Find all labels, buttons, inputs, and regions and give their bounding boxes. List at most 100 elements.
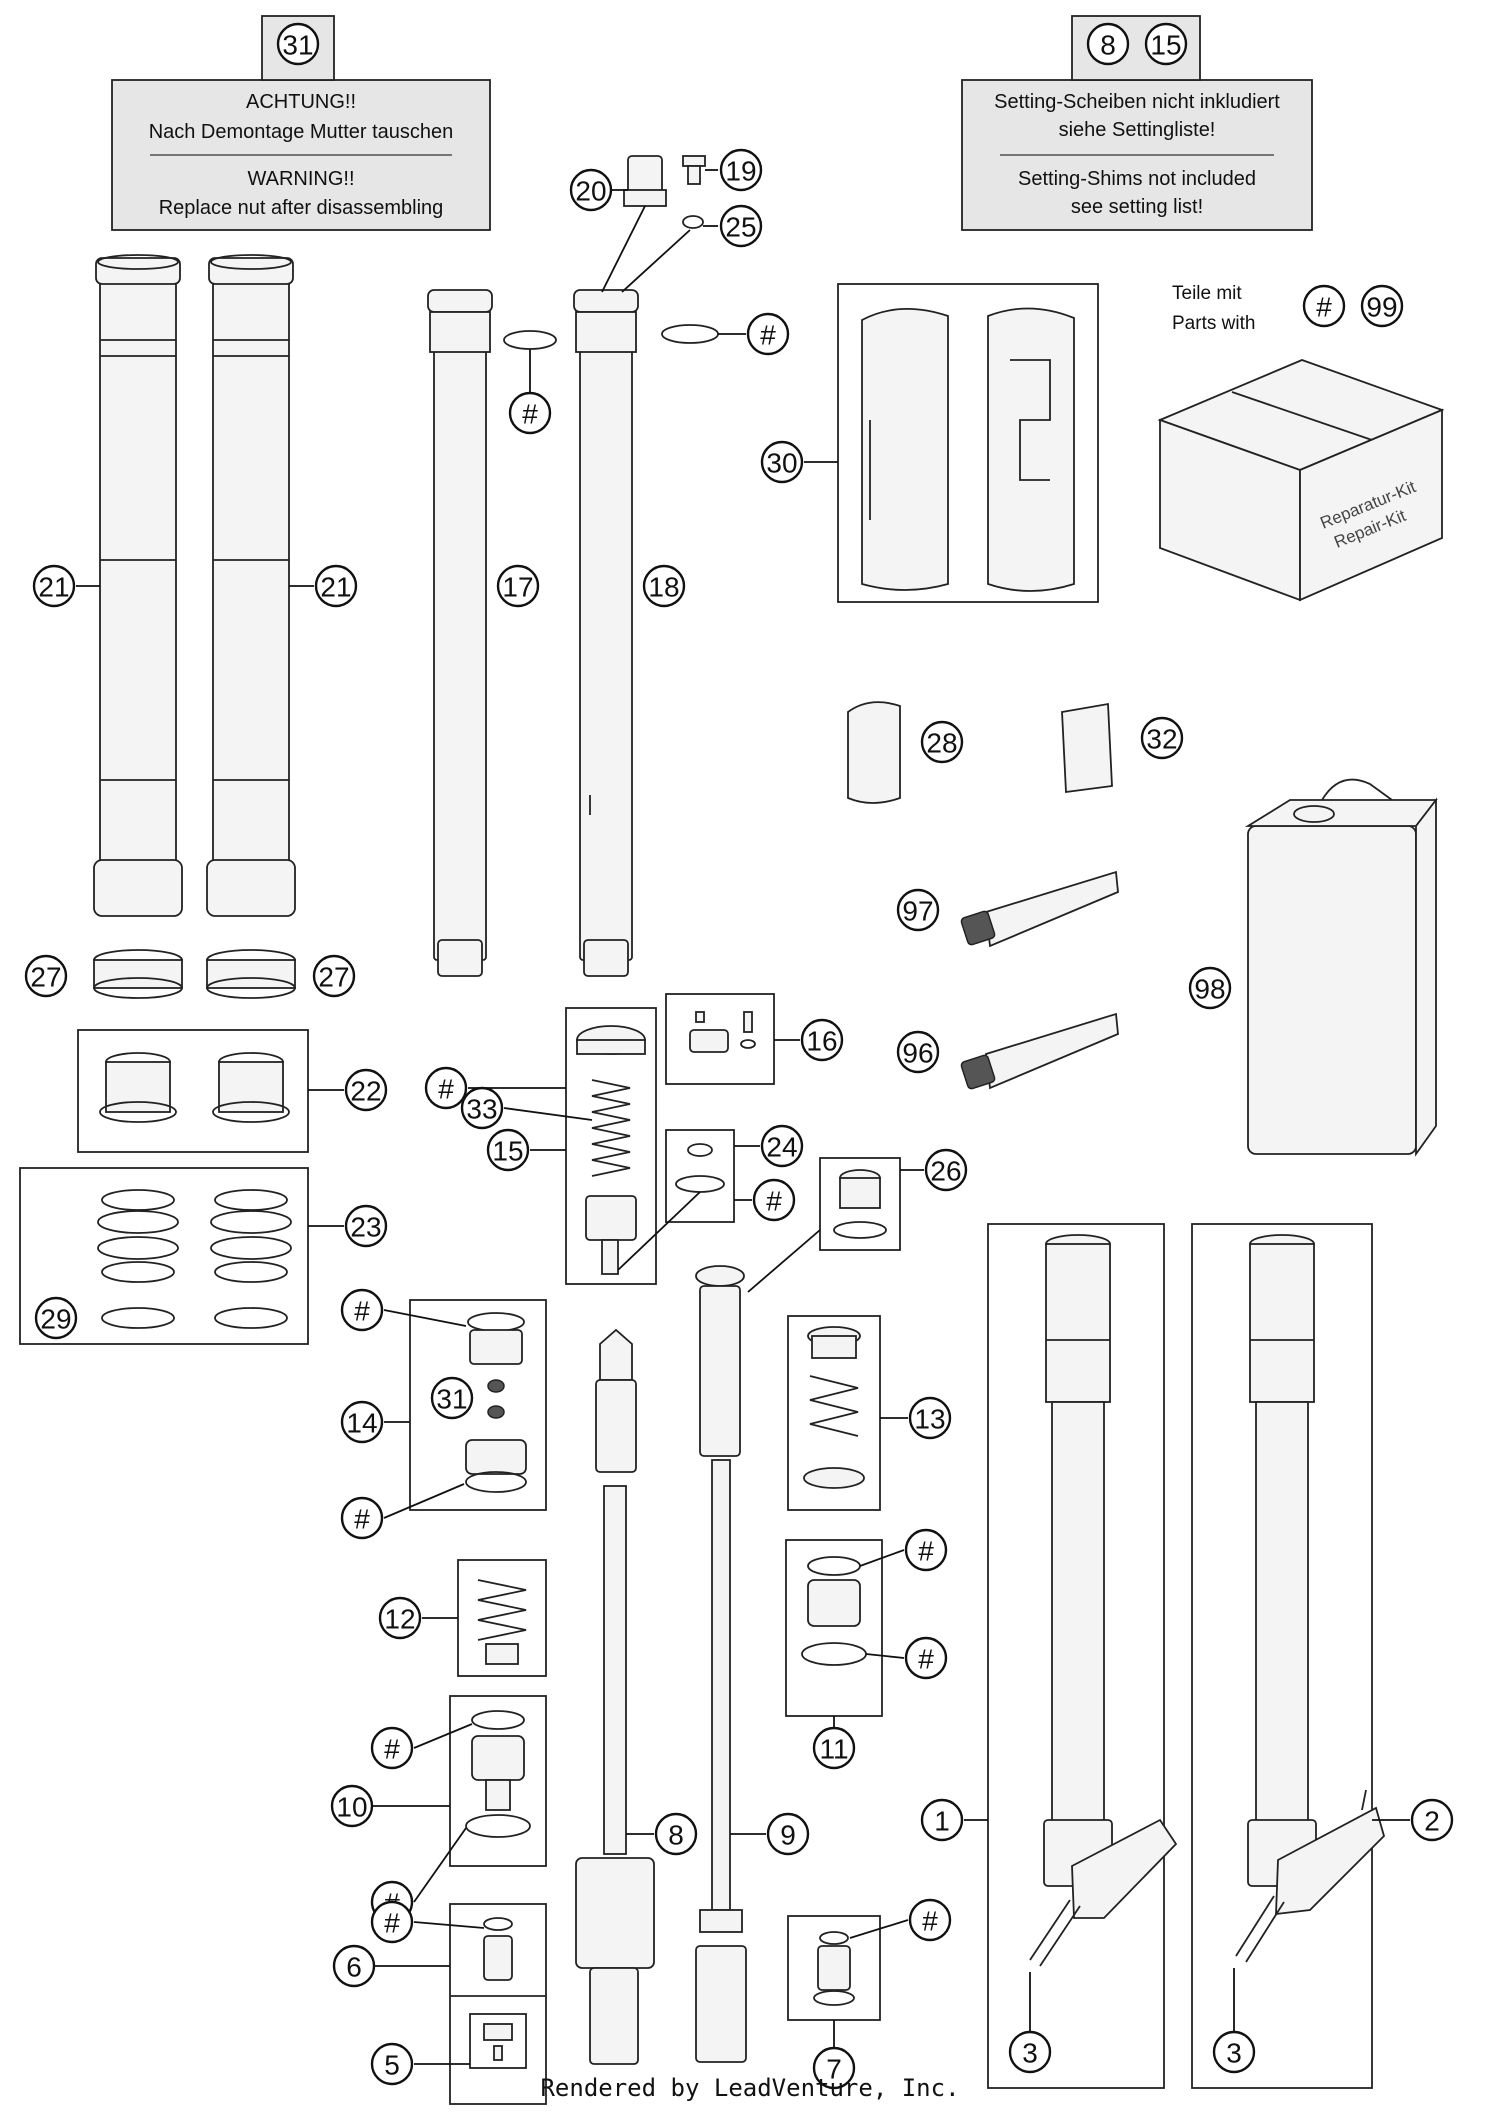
callout-12: 12 xyxy=(378,1596,422,1640)
svg-text:99: 99 xyxy=(1366,292,1397,323)
svg-text:21: 21 xyxy=(38,572,69,603)
callout-hash-15: # xyxy=(424,1066,468,1110)
callout-20: 20 xyxy=(569,168,613,212)
callout-2: 2 xyxy=(1410,1798,1454,1842)
svg-text:20: 20 xyxy=(575,176,606,207)
callout-hash-kit: # xyxy=(1302,284,1346,328)
svg-text:25: 25 xyxy=(725,212,756,243)
svg-text:31: 31 xyxy=(282,30,313,61)
setting-line-2: siehe Settingliste! xyxy=(1059,119,1216,141)
screw-19 xyxy=(682,155,706,185)
o-ring-18 xyxy=(661,324,719,344)
callout-17: 17 xyxy=(496,564,540,608)
cap-20 xyxy=(623,155,667,207)
callout-hash-10-top: # xyxy=(370,1726,414,1770)
callout-21-right: 21 xyxy=(314,564,358,608)
callout-99-kit: 99 xyxy=(1360,284,1404,328)
grease-tube-96 xyxy=(960,1012,1119,1090)
callout-8: 8 xyxy=(654,1812,698,1856)
oil-can-98 xyxy=(1244,778,1438,1157)
callout-hash-18: # xyxy=(746,312,790,356)
box-15 xyxy=(565,1007,657,1285)
svg-text:30: 30 xyxy=(766,448,797,479)
setting-line-1: Setting-Scheiben nicht inkludiert xyxy=(994,91,1280,113)
valve-6 xyxy=(483,1917,513,1981)
svg-text:11: 11 xyxy=(819,1734,848,1765)
svg-text:8: 8 xyxy=(668,1820,684,1851)
svg-text:28: 28 xyxy=(926,728,957,759)
damper-rod-8 xyxy=(575,1328,655,2065)
svg-text:#: # xyxy=(354,1504,370,1535)
svg-text:10: 10 xyxy=(336,1792,367,1823)
svg-text:#: # xyxy=(760,320,776,351)
callout-28: 28 xyxy=(920,720,964,764)
callout-25: 25 xyxy=(719,204,763,248)
callout-hash-24: # xyxy=(752,1178,796,1222)
grease-tube-97 xyxy=(960,870,1119,948)
svg-text:29: 29 xyxy=(40,1304,71,1335)
box-6 xyxy=(449,1903,547,2105)
o-ring-17 xyxy=(503,330,557,350)
svg-text:5: 5 xyxy=(384,2050,400,2081)
warning-note: ACHTUNG!! Nach Demontage Mutter tauschen… xyxy=(111,15,491,231)
callout-31-note: 31 xyxy=(276,22,320,66)
callout-10: 10 xyxy=(330,1784,374,1828)
callout-7: 7 xyxy=(812,2046,856,2090)
box-5 xyxy=(469,2013,527,2069)
svg-text:17: 17 xyxy=(502,572,533,603)
svg-text:3: 3 xyxy=(1226,2038,1242,2069)
callout-5: 5 xyxy=(370,2042,414,2086)
valve-14 xyxy=(465,1312,527,1493)
svg-text:15: 15 xyxy=(492,1136,523,1167)
callout-6: 6 xyxy=(332,1944,376,1988)
callout-hash-6: # xyxy=(370,1900,414,1944)
svg-text:8: 8 xyxy=(1100,30,1116,61)
cartridge-spring-33 xyxy=(576,1025,646,1275)
svg-text:#: # xyxy=(1316,292,1332,323)
box-24 xyxy=(665,1129,735,1223)
svg-text:23: 23 xyxy=(350,1212,381,1243)
svg-text:98: 98 xyxy=(1194,974,1225,1005)
ring-27-right xyxy=(206,949,296,999)
callout-22: 22 xyxy=(344,1068,388,1112)
callout-hash-14-bottom: # xyxy=(340,1496,384,1540)
callout-15: 15 xyxy=(486,1128,530,1172)
warning-line-2: Nach Demontage Mutter tauschen xyxy=(149,121,454,143)
sticker-28 xyxy=(847,701,901,804)
seal-24 xyxy=(675,1175,725,1193)
svg-text:#: # xyxy=(918,1644,934,1675)
spring-12 xyxy=(477,1579,527,1665)
footer-credit: Rendered by LeadVenture, Inc. xyxy=(540,2074,960,2102)
warning-line-4: Replace nut after disassembling xyxy=(159,197,444,219)
svg-text:#: # xyxy=(384,1734,400,1765)
box-1 xyxy=(987,1223,1165,2089)
valve-10 xyxy=(465,1710,531,1838)
inner-tube-17 xyxy=(427,289,493,977)
callout-23: 23 xyxy=(344,1204,388,1248)
inner-tube-18 xyxy=(573,289,639,977)
warning-line-3: WARNING!! xyxy=(247,168,354,190)
callout-hash-17: # xyxy=(508,391,552,435)
svg-text:#: # xyxy=(354,1296,370,1327)
fork-leg-2 xyxy=(1235,1234,1386,1963)
ring-27-left xyxy=(93,949,183,999)
setting-note: Setting-Scheiben nicht inkludiert siehe … xyxy=(961,15,1313,231)
box-14 xyxy=(409,1299,547,1511)
callout-18: 18 xyxy=(642,564,686,608)
svg-text:33: 33 xyxy=(466,1094,497,1125)
fork-leg-1 xyxy=(1029,1234,1178,1967)
svg-text:#: # xyxy=(522,399,538,430)
callout-30: 30 xyxy=(760,440,804,484)
svg-text:21: 21 xyxy=(320,572,351,603)
part-5 xyxy=(483,2023,513,2061)
setting-line-4: see setting list! xyxy=(1071,196,1203,218)
callout-98: 98 xyxy=(1188,966,1232,1010)
bushings-22 xyxy=(99,1052,290,1123)
box-13 xyxy=(787,1315,881,1511)
fork-guards-30 xyxy=(861,307,1075,592)
callout-13: 13 xyxy=(908,1396,952,1440)
callout-8-note: 8 xyxy=(1086,22,1130,66)
valve-13 xyxy=(803,1326,865,1489)
washer-24a xyxy=(687,1143,713,1157)
